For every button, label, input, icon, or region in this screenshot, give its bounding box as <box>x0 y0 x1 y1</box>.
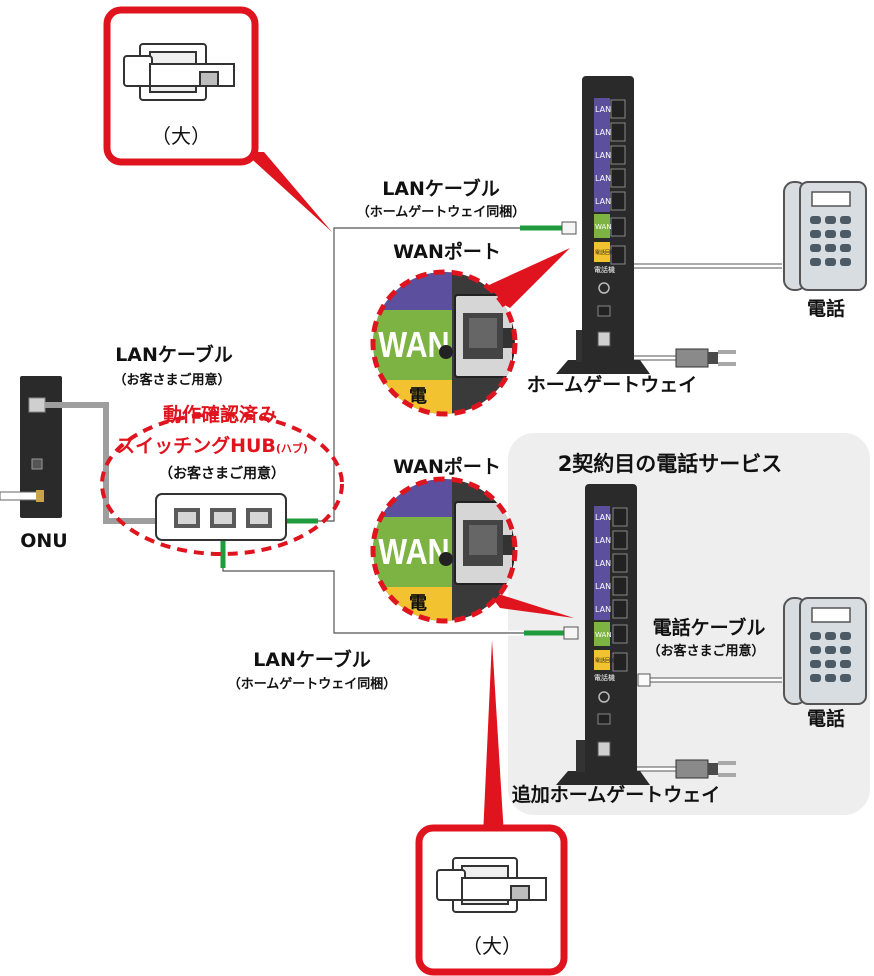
home-gateway-2: LAN 1 LAN 2 LAN 3 LAN 4 LAN 5 WAN 電話回線 電… <box>512 484 720 806</box>
telephone-1: 電話 <box>783 181 867 320</box>
phone-1-label: 電話 <box>807 297 845 320</box>
onu-label: ONU <box>20 530 67 552</box>
gw2-phone-label: 電話機 <box>594 673 615 682</box>
gw1-lan1-label: LAN 1 <box>595 105 619 114</box>
gw2-lan4-label: LAN 4 <box>595 582 619 591</box>
gw2-line-label: 電話回線 <box>595 657 615 664</box>
gw1-lan2-label: LAN 2 <box>595 128 619 137</box>
callout-top-label: （大） <box>151 124 211 148</box>
gw1-lan5-label: LAN 5 <box>595 197 619 206</box>
gw1-line-label: 電話回線 <box>595 249 615 256</box>
wan-zoom-1-title: WANポート <box>393 240 501 263</box>
gw1-lan3-label: LAN 3 <box>595 151 619 160</box>
cable-onu-hub <box>45 402 160 524</box>
wan-zoom-1-badge: WAN <box>378 326 449 366</box>
telephone-2: 電話 <box>783 597 867 730</box>
wan-zoom-1: WANポート WAN 電 <box>370 240 570 417</box>
power-plug-icon <box>675 348 736 368</box>
hub-note: （お客さまご用意） <box>159 465 285 482</box>
hub-title-line2: スイッチングHUB(ハブ) <box>116 434 308 457</box>
power-plug-icon <box>675 759 736 779</box>
lan-plug-icon <box>123 43 235 101</box>
callout-bottom-label: （大） <box>462 934 522 958</box>
gw1-wan-label: WAN <box>595 223 612 231</box>
gw1-phone-label: 電話機 <box>594 265 615 274</box>
gw2-wan-label: WAN <box>595 631 612 639</box>
cable-hub-gw2-label: LANケーブル <box>253 648 371 671</box>
wan-zoom-2-title: WANポート <box>393 455 501 478</box>
phone-cable-2-label: 電話ケーブル <box>653 616 766 639</box>
connector-callout-bottom: （大） <box>415 640 568 976</box>
connector-callout-top: （大） <box>103 6 332 232</box>
cable-onu-hub-note: （お客さまご用意） <box>113 372 230 388</box>
gateway-1-label: ホームゲートウェイ <box>527 374 697 396</box>
phone-cable-2-note: （お客さまご用意） <box>647 643 764 659</box>
gw2-lan1-label: LAN 1 <box>595 513 619 522</box>
switching-hub: 動作確認済み スイッチングHUB(ハブ) （お客さまご用意） <box>100 403 344 556</box>
onu-device: ONU <box>0 376 68 552</box>
gateway-2-label: 追加ホームゲートウェイ <box>512 783 720 806</box>
wan-zoom-2-strip: 電 <box>409 593 427 614</box>
cable-onu-hub-label: LANケーブル <box>115 343 233 366</box>
home-gateway-1: LAN 1 LAN 2 LAN 3 LAN 4 LAN 5 WAN 電話回線 電… <box>527 76 697 396</box>
wan-zoom-1-strip: 電 <box>409 386 427 407</box>
lan-plug-icon <box>436 857 547 913</box>
cable-hub-gw1-note: （ホームゲートウェイ同梱） <box>357 204 526 220</box>
phone-2-label: 電話 <box>807 707 845 730</box>
gw2-lan2-label: LAN 2 <box>595 536 619 545</box>
second-service-title: 2契約目の電話サービス <box>558 452 783 476</box>
gw2-lan5-label: LAN 5 <box>595 605 619 614</box>
cable-hub-gw2-note: （ホームゲートウェイ同梱） <box>228 676 397 692</box>
hub-title-line1: 動作確認済み <box>163 403 277 426</box>
gw2-lan3-label: LAN 3 <box>595 559 619 568</box>
cable-hub-gw1-label: LANケーブル <box>382 177 500 200</box>
gw1-lan4-label: LAN 4 <box>595 174 619 183</box>
wan-zoom-2-badge: WAN <box>378 533 449 573</box>
